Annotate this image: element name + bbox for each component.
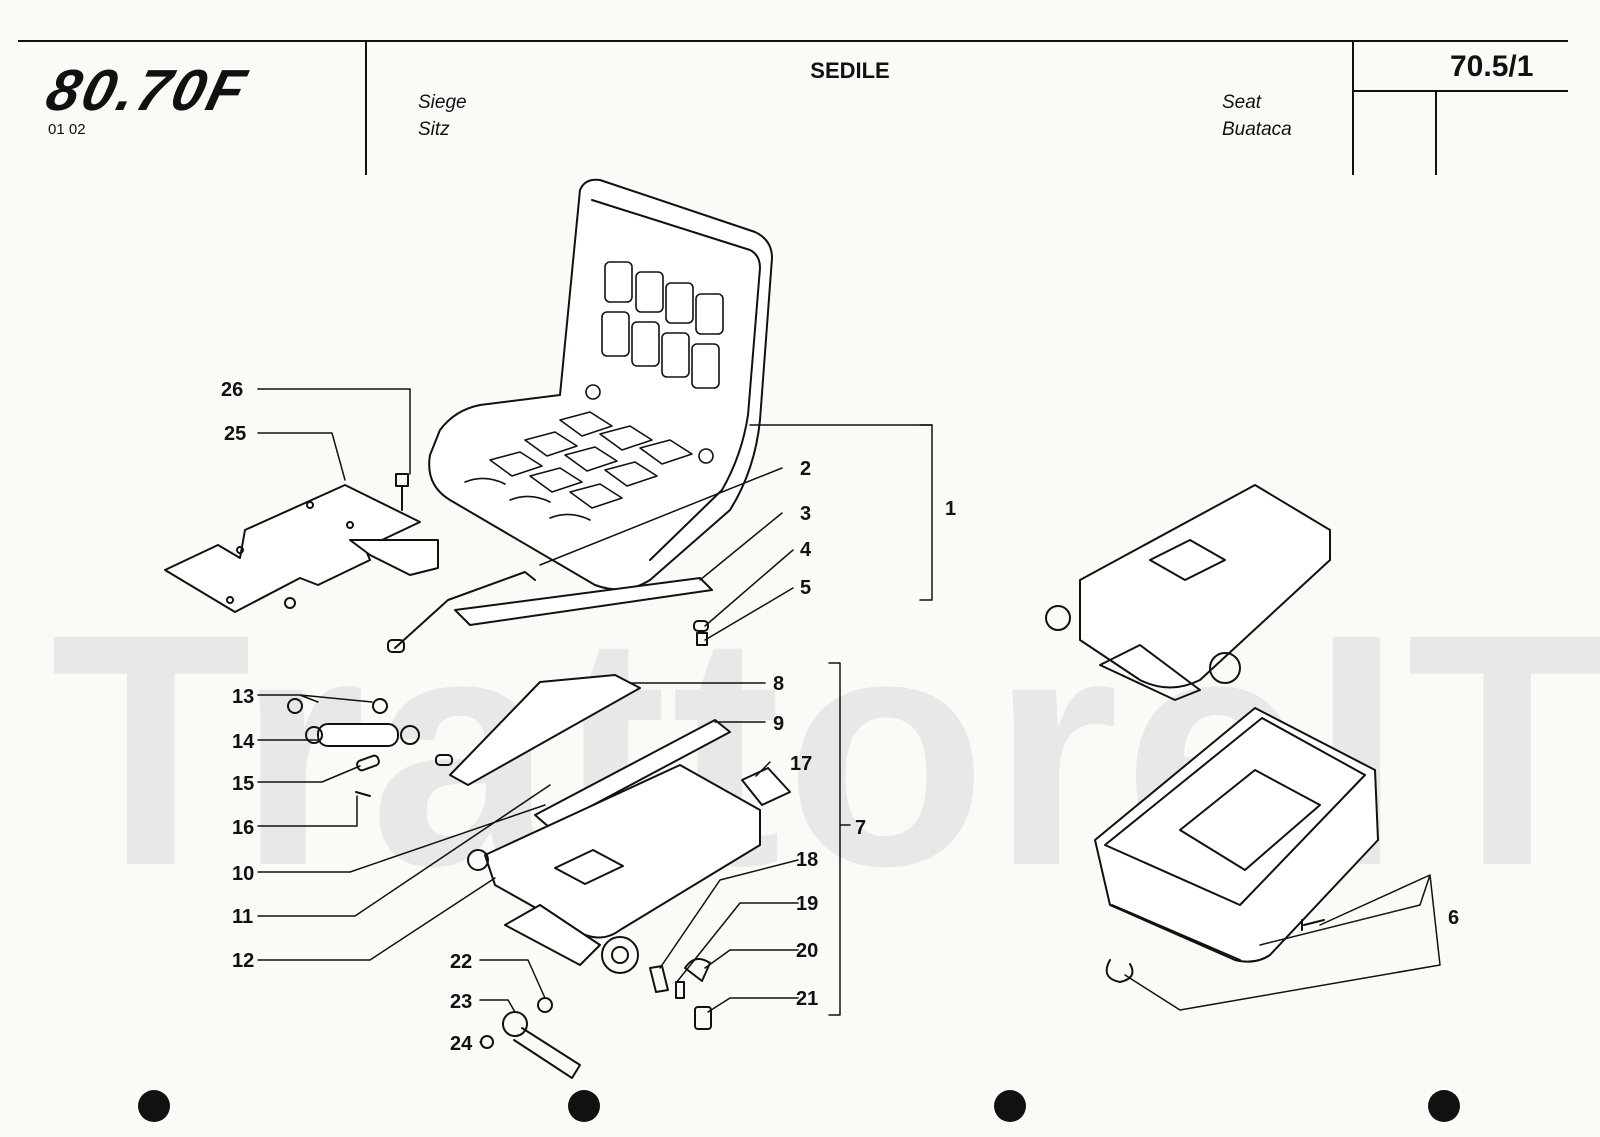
block-17 xyxy=(741,767,791,806)
binder-hole xyxy=(568,1090,600,1122)
page-title: SEDILE xyxy=(810,58,890,83)
mounting-plate xyxy=(164,484,439,613)
clip-20 xyxy=(684,958,711,982)
callout-8: 8 xyxy=(773,673,784,695)
title-spanish: Buataca xyxy=(1222,119,1292,140)
washer-22 xyxy=(537,997,553,1013)
callout-6: 6 xyxy=(1448,907,1459,929)
callout-22: 22 xyxy=(450,951,472,973)
header-pageno-divider xyxy=(1435,90,1437,175)
handle-23 xyxy=(502,1011,581,1079)
callout-26: 26 xyxy=(221,379,243,401)
callout-20: 20 xyxy=(796,940,818,962)
screw-24 xyxy=(480,1035,494,1049)
header-pageno-rule xyxy=(1352,90,1568,92)
screw-5 xyxy=(696,632,708,646)
callout-11: 11 xyxy=(232,906,253,928)
callout-15: 15 xyxy=(232,773,254,795)
assembled-suspension xyxy=(1045,484,1331,701)
binder-hole xyxy=(1428,1090,1460,1122)
callout-23: 23 xyxy=(450,991,472,1013)
callout-17: 17 xyxy=(790,753,812,775)
screw-6 xyxy=(1301,919,1325,931)
callout-12: 12 xyxy=(232,950,254,972)
callout-7: 7 xyxy=(855,817,866,839)
callout-10: 10 xyxy=(232,863,254,885)
title-german: Sitz xyxy=(418,119,450,140)
title-french: Siege xyxy=(418,92,467,113)
header-divider-right xyxy=(1352,40,1354,175)
clip-21 xyxy=(694,1006,712,1030)
suspension-base xyxy=(467,764,761,974)
binder-hole xyxy=(138,1090,170,1122)
callout-9: 9 xyxy=(773,713,784,735)
bellows-cover xyxy=(1094,707,1379,963)
pin-15-16 xyxy=(355,754,453,797)
header-top-rule xyxy=(18,40,1568,42)
rail-3 xyxy=(454,577,713,626)
callout-24: 24 xyxy=(450,1033,473,1055)
page-number: 70.5/1 xyxy=(1450,50,1534,83)
callout-3: 3 xyxy=(800,503,811,525)
callout-1: 1 xyxy=(945,498,956,520)
rail-9 xyxy=(534,719,731,829)
seat-shell xyxy=(428,178,773,591)
clip-6 xyxy=(1105,959,1134,983)
callout-25: 25 xyxy=(224,423,246,445)
model-code: 01 02 xyxy=(48,121,86,138)
bolt-26 xyxy=(395,473,409,511)
callout-16: 16 xyxy=(232,817,254,839)
adjust-lever xyxy=(387,571,536,653)
washer-4 xyxy=(693,620,709,632)
callout-4: 4 xyxy=(800,539,812,561)
callout-19: 19 xyxy=(796,893,818,915)
header-divider-left xyxy=(365,40,367,175)
callout-5: 5 xyxy=(800,577,811,599)
title-english: Seat xyxy=(1222,92,1262,113)
rail-8 xyxy=(449,674,641,786)
callout-21: 21 xyxy=(796,988,818,1010)
bracket-18 xyxy=(649,965,669,993)
spring-19 xyxy=(675,981,685,999)
binder-hole xyxy=(994,1090,1026,1122)
callout-18: 18 xyxy=(796,849,818,871)
callout-2: 2 xyxy=(800,458,811,480)
callout-14: 14 xyxy=(232,731,255,753)
callout-13: 13 xyxy=(232,686,254,708)
damper-14 xyxy=(287,698,420,747)
